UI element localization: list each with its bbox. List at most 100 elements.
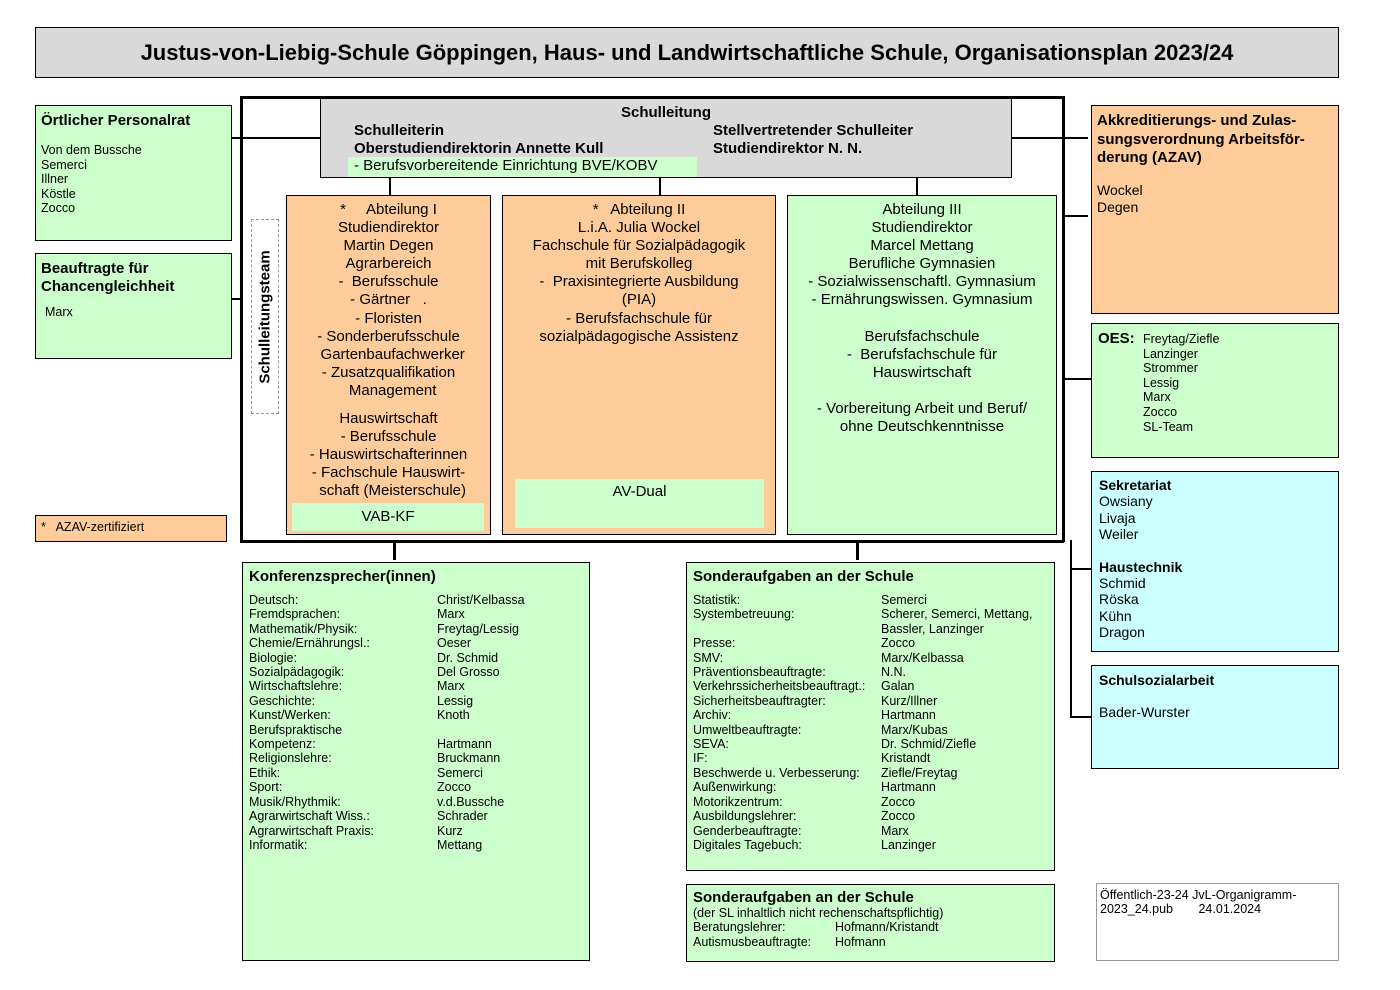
azav-member: Wockel [1097, 181, 1143, 198]
azav-heading: sungsverordnung Arbeitsför- [1097, 130, 1305, 148]
frame-right-line [1062, 96, 1065, 542]
sonderaufgaben-list: Statistik:Semerci Systembetreuung:Schere… [693, 593, 1048, 852]
connector-konferenz [393, 541, 396, 560]
sekretariat-member: Livaja [1099, 509, 1136, 526]
sonder-person: Ziefle/Freytag [881, 765, 958, 780]
sonder-task: Genderbeauftragte: [693, 823, 802, 838]
konferenz-speaker: Semerci [437, 765, 483, 780]
abteilung-3-line: ohne Deutschkenntnisse [839, 417, 1005, 435]
sonder-task: Presse: [693, 636, 736, 651]
document-filename: Öffentlich-23-24 JvL-Organigramm- [1100, 888, 1297, 902]
oes-member: Marx [1143, 390, 1171, 405]
abteilung-3-line: Berufsfachschule [864, 327, 980, 345]
abteilung-1-line: schaft (Meisterschule) [310, 482, 467, 500]
abteilung-3-line: - Vorbereitung Arbeit und Beruf/ [816, 399, 1028, 417]
abteilung-3-line: Berufliche Gymnasien [848, 255, 996, 273]
abteilung-3-head: Marcel Mettang [870, 237, 974, 255]
chancengleichheit-heading: Beauftragte für [41, 260, 149, 277]
abteilung-1-line: - Hauswirtschafterinnen [309, 446, 468, 464]
sonder-person: Galan [881, 679, 915, 694]
sonder-extern-task: Autismusbeauftragte: [693, 934, 812, 949]
oes-member: Zocco [1143, 404, 1178, 419]
connector-abt2 [659, 178, 661, 195]
sonder-extern-person: Hofmann [835, 934, 886, 949]
schulleitungsteam-label-box: Schulleitungsteam [251, 219, 279, 414]
abteilung-2-line: mit Berufskolleg [585, 255, 693, 273]
sonder-task: IF: [693, 751, 708, 766]
konferenz-speaker: Marx [437, 679, 465, 694]
konferenz-subject: Biologie: [249, 650, 297, 665]
sonder-task: Sicherheitsbeauftragter: [693, 693, 826, 708]
chancengleichheit-box: Beauftragte für Chancengleichheit Marx [35, 253, 232, 359]
konferenz-subject: Kompetenz: [249, 737, 316, 752]
abteilung-1-line: - Zusatzqualifikation [321, 363, 456, 381]
konferenz-subject: Religionslehre: [249, 751, 332, 766]
sonder-task: Statistik: [693, 593, 741, 607]
oes-box: OES: Freytag/Ziefle Lanzinger Strommer L… [1091, 323, 1339, 458]
chancengleichheit-heading: Chancengleichheit [41, 278, 175, 295]
abteilung-1-line: - Floristen [355, 309, 422, 327]
konferenz-speaker: Schrader [437, 809, 488, 824]
oes-member: SL-Team [1143, 419, 1194, 434]
konferenz-speaker: Bruckmann [437, 751, 501, 766]
sonder-task: Beschwerde u. Verbesserung: [693, 765, 860, 780]
sonder-extern-task: Beratungslehrer: [693, 920, 786, 935]
sonderaufgaben-extern-box: Sonderaufgaben an der Schule (der SL inh… [686, 884, 1055, 962]
konferenz-subject: Geschichte: [249, 693, 316, 708]
abteilung-2-line: Fachschule für Sozialpädagogik [532, 237, 746, 255]
personalrat-member: Von dem Bussche [41, 143, 142, 157]
abteilung-1-line: - Berufsschule [338, 273, 439, 291]
av-dual-box: AV-Dual [515, 479, 764, 528]
abteilung-1-line: Agrarbereich [345, 255, 432, 273]
abteilung-3-line: Studiendirektor [871, 219, 973, 237]
sonder-task: Präventionsbeauftragte: [693, 665, 826, 680]
abteilung-1-line: - Fachschule Hauswirt- [311, 464, 466, 482]
personalrat-heading: Örtlicher Personalrat [41, 112, 191, 129]
sonderaufgaben-box: Sonderaufgaben an der Schule Statistik:S… [686, 562, 1055, 871]
konferenz-subject: Informatik: [249, 837, 308, 852]
connector-abt1 [389, 178, 391, 195]
schulsozialarbeit-heading: Schulsozialarbeit [1099, 672, 1215, 688]
abteilung-2-title: * Abteilung II [592, 201, 686, 218]
document-info-box: Öffentlich-23-24 JvL-Organigramm- 2023_2… [1096, 883, 1339, 961]
sonder-task: Motorikzentrum: [693, 794, 783, 809]
sonder-person: Scherer, Semerci, Mettang, [881, 607, 1033, 622]
haustechnik-member: Röska [1099, 591, 1139, 608]
abteilung-1-box: * Abteilung I Studiendirektor Martin Deg… [286, 195, 491, 535]
schulsozialarbeit-box: Schulsozialarbeit Bader-Wurster [1091, 665, 1339, 769]
konferenz-speaker: Kurz [437, 823, 463, 838]
oes-member: Lessig [1143, 375, 1180, 390]
sonder-person: Lanzinger [881, 837, 936, 852]
sonder-task: Systembetreuung: [693, 607, 795, 622]
connector-personalrat [231, 137, 320, 139]
personalrat-member: Illner [41, 172, 69, 186]
frame-left-line [240, 96, 243, 542]
sonder-person: Marx/Kelbassa [881, 650, 964, 665]
connector-azav [1012, 137, 1088, 139]
sonder-person: Marx [881, 823, 909, 838]
konferenz-speaker: Mettang [437, 837, 483, 852]
sonder-person: Bassler, Lanzinger [881, 621, 984, 636]
personalrat-member: Zocco [41, 201, 76, 215]
connector-right-vertical [1070, 540, 1072, 718]
konferenz-subject: Agrarwirtschaft Wiss.: [249, 809, 370, 824]
haustechnik-member: Kühn [1099, 607, 1132, 624]
azav-heading: derung (AZAV) [1097, 149, 1202, 166]
page-title: Justus-von-Liebig-Schule Göppingen, Haus… [140, 39, 1234, 65]
document-filename-ext: 2023_24.pub [1100, 902, 1173, 916]
abteilung-1-line: - Gärtner . [350, 291, 427, 309]
azav-box: Akkreditierungs- und Zulas- sungsverordn… [1091, 105, 1339, 314]
sekretariat-member: Weiler [1099, 526, 1139, 543]
schulleiterin-title: Schulleiterin [354, 122, 445, 139]
vab-kf-label: VAB-KF [361, 507, 415, 525]
azav-legend-text: * AZAV-zertifiziert [41, 520, 145, 534]
connector-schulsozialarbeit [1070, 716, 1091, 718]
sonderaufgaben-heading: Sonderaufgaben an der Schule [693, 568, 914, 585]
av-dual-label: AV-Dual [612, 483, 667, 500]
konferenz-speaker: Marx [437, 607, 465, 622]
stellvertreter-name: Studiendirektor N. N. [713, 140, 863, 157]
konferenz-subject: Sport: [249, 780, 283, 795]
sonder-task: SMV: [693, 650, 724, 665]
sonder-person: Dr. Schmid/Ziefle [881, 737, 977, 752]
frame-top-line [240, 96, 1064, 99]
